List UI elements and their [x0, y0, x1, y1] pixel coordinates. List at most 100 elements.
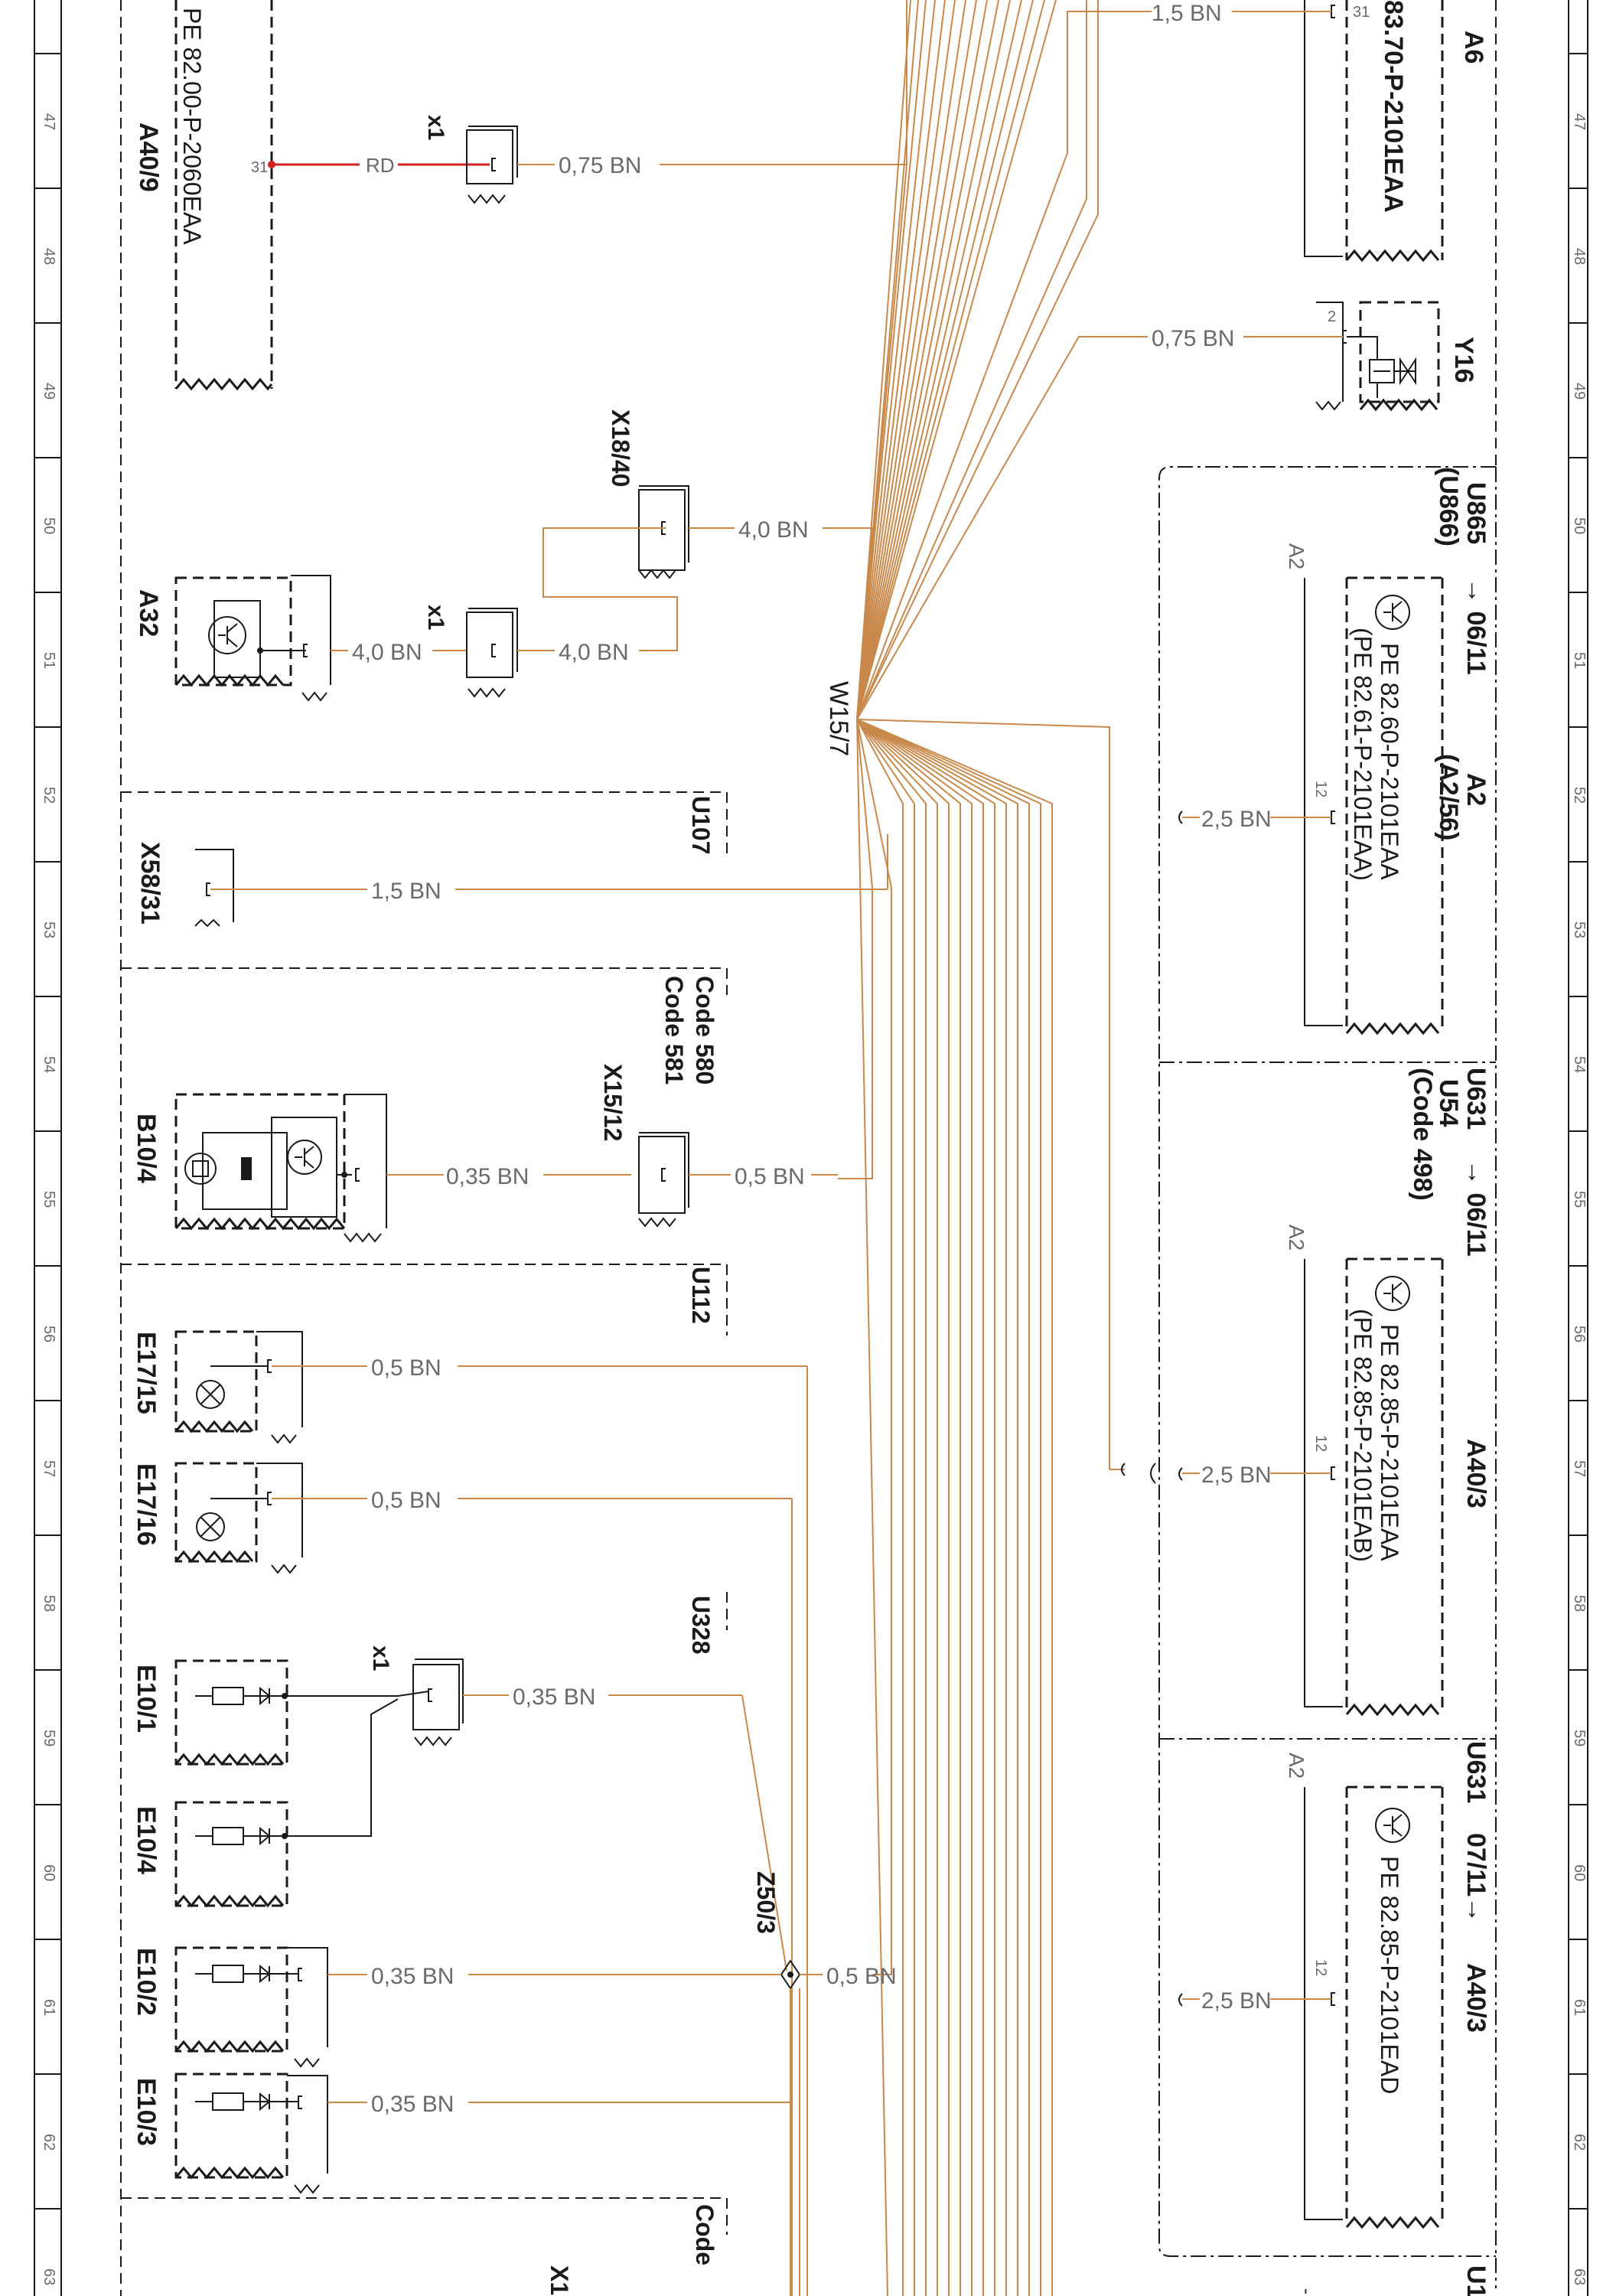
margin-number-left: 52	[41, 787, 57, 804]
e10-4-label: E10/4	[132, 1806, 161, 1874]
a40-3a-arrow: → 06/11	[1461, 1159, 1491, 1257]
transistor-icon	[1375, 1808, 1410, 1843]
margin-number-right: 61	[1571, 1999, 1588, 2016]
a2-code2: (U866)	[1434, 467, 1463, 546]
margin-number-right: 52	[1571, 787, 1588, 804]
a6-ref: 83.70-P-2101EAA	[1379, 0, 1408, 213]
x18-40-label: X18/40	[607, 409, 634, 487]
diode-icon	[259, 2092, 271, 2112]
y16-wire: 0,75 BN	[1152, 326, 1234, 351]
e10-2-wire: 0,35 BN	[371, 1964, 454, 1989]
margin-number-right: 47	[1571, 113, 1588, 130]
margin-number-right: 51	[1571, 652, 1588, 669]
code-bottom-label: Code	[691, 2204, 718, 2265]
a40-3a-pin: 12	[1312, 1435, 1329, 1452]
diode-icon	[259, 1686, 271, 1706]
a40-3b-pin: 12	[1312, 1959, 1329, 1976]
component-e10-2: E10/2 0,35 BN	[132, 1946, 781, 2068]
component-y16: 2 Y16 0,75 BN	[1079, 301, 1478, 412]
y16-pin: 2	[1328, 308, 1336, 325]
a40-9-connector: x1	[423, 115, 448, 140]
u107-label: U107	[687, 796, 715, 855]
margin-number-right: 63	[1571, 2268, 1588, 2285]
e17-15-label: E17/15	[132, 1332, 161, 1414]
x15-12-label: X15/12	[599, 1064, 627, 1141]
a6-label: A6	[1459, 31, 1488, 64]
a40-3b-side: A2	[1285, 1753, 1308, 1779]
e10-2-label: E10/2	[132, 1948, 161, 2016]
a40-3a-code3: (Code 498)	[1408, 1068, 1437, 1201]
code-581-label: Code 581	[660, 976, 688, 1084]
component-a6: 31 83.70-P-2101EAA A6 1,5 BN	[1152, 0, 1488, 263]
margin-number-right: 54	[1571, 1056, 1588, 1073]
a40-3b-ref1: PE 82.85-P-2101EAD	[1376, 1856, 1403, 2094]
a2-module: A2	[1461, 773, 1491, 806]
bottom-right-code: U1 -	[1296, 2265, 1491, 2296]
a40-9-wire: 0,75 BN	[559, 153, 641, 178]
a2-wire: 2,5 BN	[1201, 807, 1272, 832]
margin-number-left: 58	[41, 1595, 57, 1612]
x58-31-label: X58/31	[135, 842, 165, 925]
a40-9-pin: 31	[251, 159, 268, 176]
code-bottom-connector: X1	[546, 2265, 573, 2295]
a6-pin: 31	[1353, 4, 1370, 21]
component-e17-16: E17/16 0,5 BN	[132, 1462, 793, 2296]
margin-number-left: 48	[41, 248, 57, 265]
margin-number-right: 58	[1571, 1595, 1588, 1612]
component-e10-4: E10/4	[132, 1698, 399, 1908]
a2-arrow: → 06/11	[1461, 578, 1491, 675]
margin-number-right: 49	[1571, 383, 1588, 400]
a40-3b-wire: 2,5 BN	[1201, 1988, 1272, 2014]
margin-number-right: 48	[1571, 248, 1588, 265]
a32-label: A32	[134, 589, 163, 637]
margin-number-right: 50	[1571, 517, 1588, 534]
x18-40-wire: 4,0 BN	[738, 517, 809, 543]
margin-number-right: 55	[1571, 1191, 1588, 1208]
a40-3b-code1: U631	[1461, 1741, 1491, 1803]
left-frame	[120, 0, 728, 2296]
component-e10-3: E10/3 0,35 BN	[132, 1988, 791, 2194]
margin-number-left: 60	[41, 1864, 57, 1881]
a40-9-wire-rd: RD	[366, 154, 395, 177]
component-b10-4: Code 580 Code 581 B10/4 0,35 BN X15/12 0…	[132, 976, 838, 1243]
right-margin	[1568, 0, 1588, 2296]
component-x18-40: X18/40 4,0 BN	[542, 409, 872, 651]
z50-3-label: Z50/3	[752, 1871, 780, 1934]
e17-16-wire: 0,5 BN	[371, 1488, 441, 1513]
svg-text:-: -	[1296, 2288, 1317, 2294]
a40-3a-wire: 2,5 BN	[1201, 1463, 1272, 1488]
margin-number-left: 62	[41, 2134, 57, 2151]
a2-module2: (A2/56)	[1434, 754, 1463, 840]
margin-ticks	[34, 53, 1588, 2210]
harness-label: W15/7	[824, 681, 853, 756]
a32-connector: x1	[423, 605, 448, 630]
right-frame	[1158, 0, 1497, 2288]
u112-label: U112	[687, 1267, 715, 1324]
a2-code1: U865	[1461, 482, 1491, 544]
margin-number-left: 61	[41, 1999, 57, 2016]
y16-label: Y16	[1449, 337, 1478, 383]
margin-number-left: 55	[41, 1191, 57, 1208]
diode-icon	[259, 1826, 271, 1846]
a2-side: A2	[1285, 543, 1308, 569]
margin-number-left: 57	[41, 1460, 57, 1477]
e10-3-label: E10/3	[132, 2078, 161, 2146]
margin-number-right: 53	[1571, 921, 1588, 938]
code-bottom: Code X1	[546, 2204, 718, 2295]
margin-number-right: 57	[1571, 1460, 1588, 1477]
component-e10-1: U328 E10/1 x1 0,35 BN	[132, 1596, 787, 1971]
a40-3a-code1: U631	[1461, 1068, 1491, 1130]
x15-12-wire: 0,5 BN	[735, 1164, 805, 1189]
code-580-label: Code 580	[691, 976, 718, 1084]
margin-number-right: 56	[1571, 1326, 1588, 1342]
margin-number-left: 47	[41, 113, 57, 130]
margin-number-left: 50	[41, 517, 57, 534]
a2-ref1: PE 82.60-P-2101EAA	[1376, 643, 1403, 880]
b10-4-label: B10/4	[132, 1114, 161, 1183]
a40-3b-arrow: 07/11→	[1461, 1833, 1491, 1923]
margin-number-left: 54	[41, 1056, 57, 1073]
component-a40-3-second: U631 07/11→ A40/3 PE 82.85-P-2101EAD A2 …	[1178, 1741, 1491, 2229]
e10-3-wire: 0,35 BN	[371, 2092, 454, 2117]
